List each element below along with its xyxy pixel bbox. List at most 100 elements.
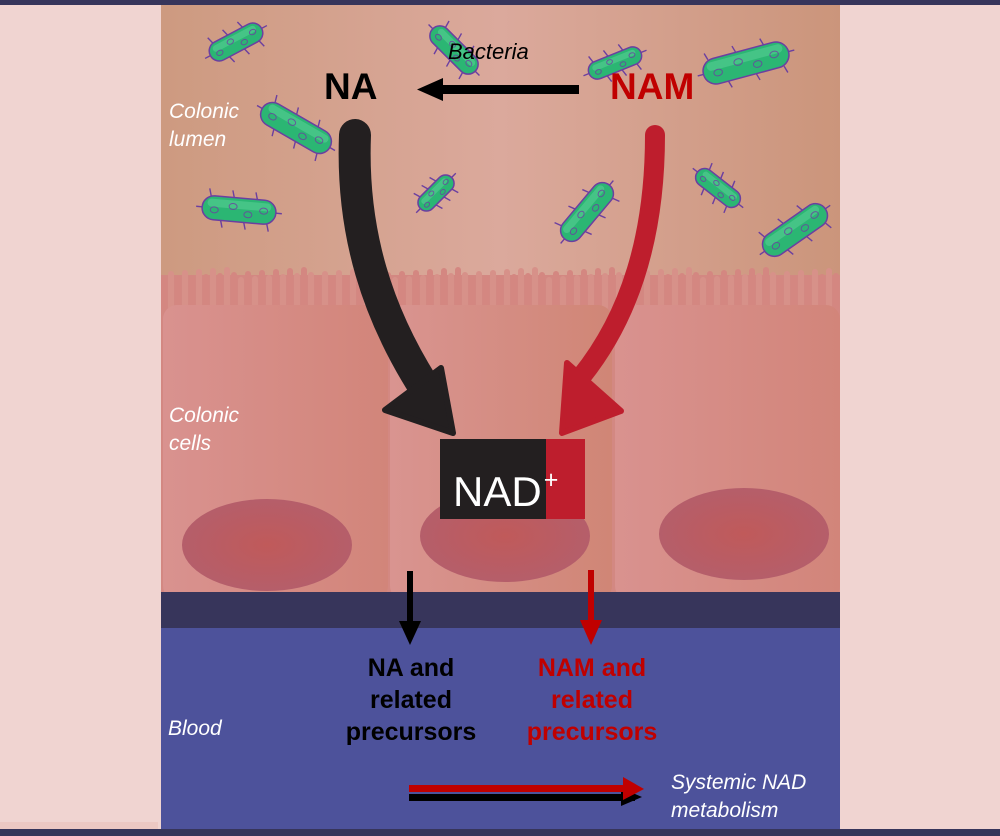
nam-arrow-head [559, 360, 624, 436]
na-precursors-line1: NA and [367, 654, 455, 682]
na-to-nad-arrow [338, 119, 456, 436]
microvillus [525, 273, 531, 310]
microvillus [343, 275, 349, 310]
nad-nam-portion [546, 439, 585, 519]
microvillus [819, 274, 825, 310]
nam-precursors-line3: precursors [526, 718, 658, 746]
nad-na-portion [440, 439, 546, 519]
colonic-lumen-label: Colonic lumen [169, 98, 239, 154]
microvillus [546, 277, 552, 310]
bottom-border [0, 829, 1000, 836]
systemic-arrow-red-shaft [409, 785, 635, 792]
microvillus [742, 274, 748, 310]
na-export-arrow [399, 571, 421, 645]
bacterium-icon [692, 162, 744, 214]
microvillus [784, 271, 790, 310]
microvillus [833, 273, 839, 310]
microvillus [266, 275, 272, 310]
na-precursors-label: NA and related precursors [331, 652, 491, 748]
microvillus [287, 268, 293, 310]
blood-label: Blood [168, 717, 222, 740]
microvillus [679, 273, 685, 310]
bacterium-icon [256, 94, 336, 162]
right-margin [840, 5, 1000, 829]
microvillus [245, 271, 251, 310]
nad-label-superscript: + [543, 466, 559, 494]
microvillus [518, 268, 524, 310]
bacteria-conversion-arrow [417, 78, 579, 101]
microvillus [238, 277, 244, 310]
bacterium-icon [204, 21, 268, 63]
basement-membrane [161, 592, 840, 628]
microvillus [539, 272, 545, 310]
microvillus [749, 268, 755, 310]
microvillus [441, 268, 447, 310]
microvillus [574, 275, 580, 310]
bacterium-icon [413, 172, 459, 214]
microvillus [553, 271, 559, 310]
nam-export-arrow [580, 570, 602, 645]
microvillus [581, 269, 587, 310]
microvillus [413, 270, 419, 310]
microvillus [259, 270, 265, 310]
microvillus [203, 274, 209, 310]
microvillus [483, 276, 489, 310]
microvillus [721, 270, 727, 310]
microvillus [210, 268, 216, 310]
systemic-arrow-black-shaft [409, 794, 635, 801]
microvillus [791, 276, 797, 310]
nam-precursors-label: NAM and related precursors [507, 652, 677, 748]
microvillus [826, 268, 832, 310]
na-precursors-line3: precursors [345, 718, 477, 746]
microvillus [672, 268, 678, 310]
microvillus [175, 276, 181, 310]
na-export-head [399, 621, 421, 645]
microvillus [350, 269, 356, 310]
microvillus [504, 269, 510, 310]
nucleus-right [659, 488, 829, 580]
microvillus [700, 277, 706, 310]
microvillus [798, 270, 804, 310]
microvillus [294, 273, 300, 310]
microvillus [560, 276, 566, 310]
microvillus [644, 270, 650, 310]
microvillus [168, 271, 174, 310]
colonic-cells-label-line2: cells [169, 432, 212, 455]
microvillus [161, 277, 167, 310]
bacterium-icon [697, 38, 795, 88]
systemic-nad-line1: Systemic NAD [671, 771, 807, 794]
na-arrow-head [382, 365, 456, 436]
microvillus [595, 268, 601, 310]
microvillus [455, 267, 461, 310]
left-margin [0, 5, 161, 829]
microvillus [777, 277, 783, 310]
microvillus [420, 275, 426, 310]
nad-plus-label: NAD+ [453, 455, 558, 517]
diagram-canvas [161, 5, 840, 829]
microvillus [462, 272, 468, 310]
bacteria-group [196, 20, 832, 258]
nad-plus-box [440, 439, 585, 519]
microvillus [665, 274, 671, 310]
microvillus [588, 274, 594, 310]
systemic-nad-label: Systemic NAD metabolism [671, 769, 806, 825]
bacterium-icon [196, 188, 282, 232]
microvillus [322, 271, 328, 310]
nam-precursors-line1: NAM and [537, 654, 647, 682]
microvillus [707, 271, 713, 310]
microvillus [693, 272, 699, 310]
microvillus [224, 267, 230, 310]
microvillus [308, 272, 314, 310]
microvillus [714, 276, 720, 310]
microvillus [399, 271, 405, 310]
na-label: NA [324, 66, 378, 107]
nam-label: NAM [610, 66, 695, 107]
microvillus [805, 275, 811, 310]
bacterium-icon [583, 43, 647, 83]
microvillus [406, 276, 412, 310]
top-border [0, 0, 1000, 5]
microvillus [469, 277, 475, 310]
microvillus [280, 274, 286, 310]
na-precursors-line2: related [370, 686, 452, 714]
microvillus [609, 267, 615, 310]
